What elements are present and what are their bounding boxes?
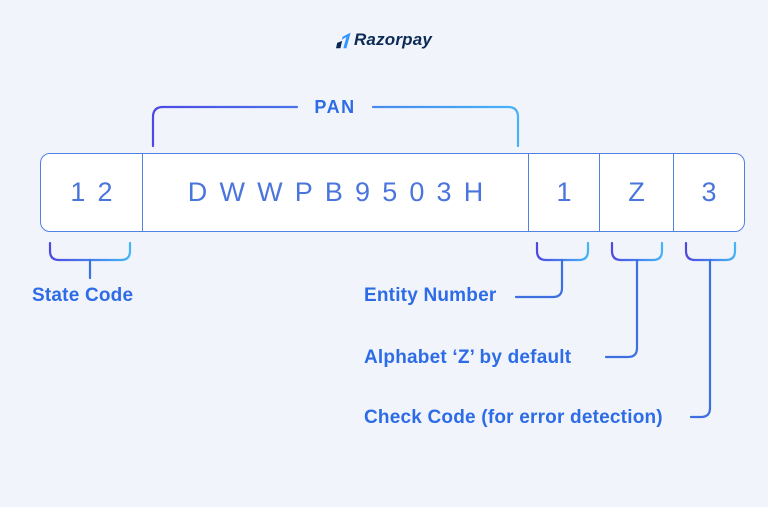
label-state-code: State Code xyxy=(32,285,134,306)
check-code-connector xyxy=(689,258,712,419)
label-alphabet-z: Alphabet ‘Z’ by default xyxy=(364,347,572,368)
entity-number-bracket xyxy=(535,241,590,262)
segment-state-code: 12 xyxy=(70,177,125,207)
segment-pan: DWWPB9503H xyxy=(142,154,528,231)
pan-bracket-right xyxy=(371,105,520,148)
razorpay-logo-text: Razorpay xyxy=(353,30,433,49)
label-entity-number: Entity Number xyxy=(364,285,497,306)
state-code-bracket xyxy=(48,241,132,262)
pan-bracket-left xyxy=(151,105,299,148)
bottom-strip xyxy=(0,507,768,514)
alphabet-z-connector xyxy=(604,258,639,359)
razorpay-logo-icon xyxy=(335,32,351,49)
segment-default-z: Z xyxy=(599,154,673,231)
segment-entity-number: 1 xyxy=(528,154,599,231)
pan-label: PAN xyxy=(314,97,356,117)
gstin-box-row: 12 DWWPB9503H 1 Z 3 xyxy=(40,153,745,232)
label-check-code: Check Code (for error detection) xyxy=(364,407,663,428)
alphabet-z-bracket xyxy=(610,241,664,262)
segment-check-code: 3 xyxy=(673,154,744,231)
check-code-bracket xyxy=(684,241,737,262)
razorpay-logo: Razorpay xyxy=(0,30,768,50)
entity-number-connector xyxy=(514,258,564,299)
